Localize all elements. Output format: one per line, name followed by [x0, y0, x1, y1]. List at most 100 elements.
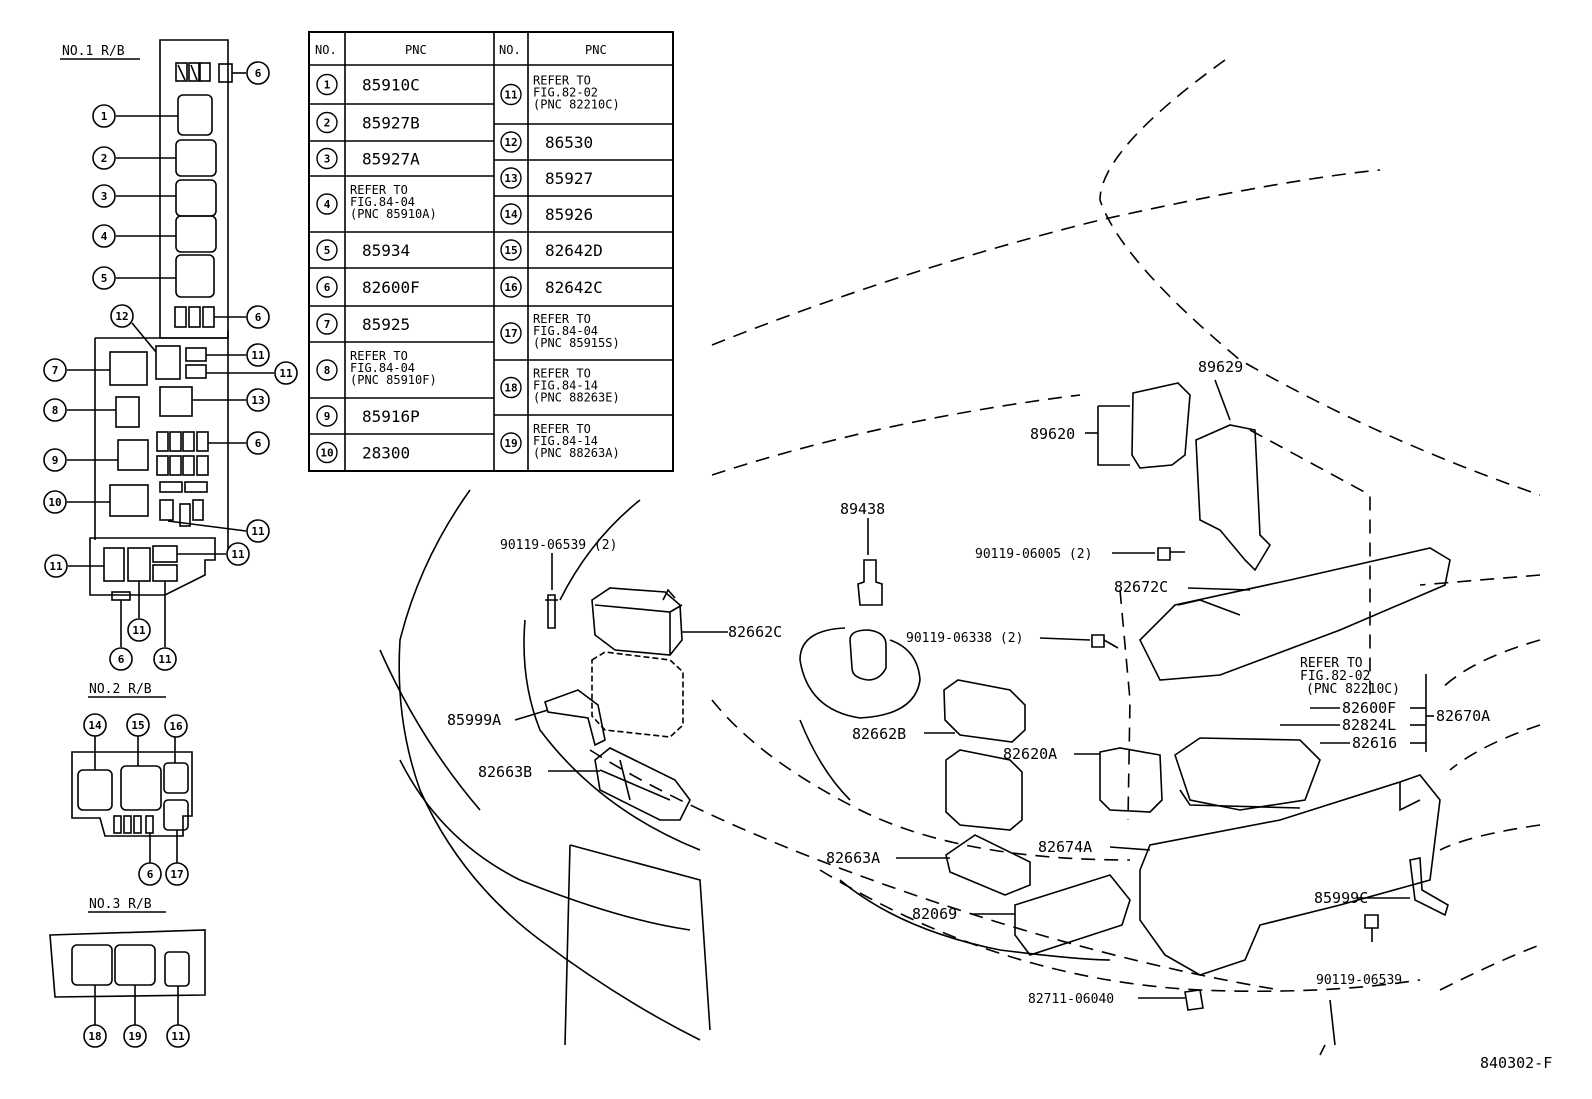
table-pnc: 85925	[362, 315, 410, 334]
table-no-circle	[500, 239, 522, 261]
table-pnc: 85927	[545, 169, 593, 188]
table-pnc: 85927B	[362, 114, 420, 133]
table-pnc-ref-line: (PNC 88263A)	[533, 446, 620, 460]
table-pnc-ref-line: (PNC 88263E)	[533, 391, 620, 405]
table-no-circle	[500, 276, 522, 298]
table-header-no-left: NO.	[315, 43, 337, 57]
callout-number-11: 11	[158, 653, 172, 666]
callout-number-6: 6	[255, 437, 262, 450]
table-no-circle	[316, 73, 338, 96]
table-pnc: 85926	[545, 205, 593, 224]
table-header-pnc-left: PNC	[405, 43, 427, 57]
table-no: 15	[504, 244, 517, 257]
callout-number-15: 15	[131, 719, 144, 732]
table-pnc-ref-line: FIG.84-04	[350, 195, 415, 209]
callout-number-13: 13	[251, 394, 264, 407]
part-85999A: 85999A	[447, 711, 501, 729]
callout-circle-2	[92, 146, 116, 170]
callout-circle-7	[43, 358, 67, 382]
part-82662B: 82662B	[852, 725, 906, 743]
callout-circle-15	[126, 713, 150, 737]
table-pnc-ref-line: (PNC 85910A)	[350, 207, 437, 221]
part-82616: 82616	[1352, 734, 1397, 752]
part-89620: 89620	[1030, 425, 1075, 443]
table-no-circle	[500, 167, 522, 189]
callout-number-17: 17	[170, 868, 183, 881]
callout-circle-17	[165, 862, 189, 886]
table-no-circle	[500, 203, 522, 225]
callout-number-9: 9	[52, 454, 59, 467]
callout-number-19: 19	[128, 1030, 141, 1043]
refer-note-line2: FIG.82-02	[1300, 669, 1370, 684]
callout-circle-18	[83, 1024, 107, 1048]
table-no-circle	[316, 193, 338, 215]
callout-circle-6	[246, 431, 270, 455]
table-pnc-ref-line: FIG.84-14	[533, 379, 598, 393]
callout-number-18: 18	[88, 1030, 101, 1043]
callout-circle-14	[83, 713, 107, 737]
part-85999C: 85999C	[1314, 889, 1368, 907]
table-pnc-ref-line: REFER TO	[533, 74, 591, 88]
callout-number-6: 6	[255, 67, 262, 80]
no2-rb-title: NO.2 R/B	[89, 682, 152, 697]
table-no: 2	[324, 117, 331, 130]
table-no-circle	[316, 111, 338, 134]
table-pnc-ref-line: REFER TO	[350, 183, 408, 197]
callout-number-11: 11	[251, 349, 265, 362]
callout-number-11: 11	[251, 525, 265, 538]
callout-circle-3	[92, 184, 116, 208]
table-no: 10	[320, 447, 333, 460]
callout-circle-6	[138, 862, 162, 886]
callout-circle-1	[92, 104, 116, 128]
callout-circle-11	[274, 361, 298, 385]
part-82824L: 82824L	[1342, 716, 1396, 734]
part-82663A: 82663A	[826, 849, 880, 867]
callout-number-11: 11	[171, 1030, 185, 1043]
table-pnc-ref-line: REFER TO	[533, 422, 591, 436]
table-no: 11	[504, 89, 518, 102]
table-no: 7	[324, 318, 331, 331]
callout-circle-6	[246, 61, 270, 85]
table-no-circle	[316, 147, 338, 170]
table-pnc: 85927A	[362, 150, 420, 169]
table-pnc-ref-line: (PNC 85910F)	[350, 373, 437, 387]
table-no: 3	[324, 153, 331, 166]
callout-number-16: 16	[169, 720, 183, 733]
callout-circle-5	[92, 266, 116, 290]
callout-number-14: 14	[88, 719, 102, 732]
table-no-circle	[500, 432, 522, 454]
callout-number-11: 11	[49, 560, 63, 573]
part-89629: 89629	[1198, 358, 1243, 376]
part-82672C: 82672C	[1114, 578, 1168, 596]
callout-number-6: 6	[118, 653, 125, 666]
part-90119-06539-2: 90119-06539 (2)	[500, 538, 617, 553]
table-no: 16	[504, 281, 518, 294]
callout-number-1: 1	[101, 110, 108, 123]
part-82674A: 82674A	[1038, 838, 1092, 856]
callout-circle-11	[246, 343, 270, 367]
figure-code: 840302-F	[1480, 1054, 1552, 1072]
table-no-circle	[316, 276, 338, 298]
table-no: 8	[324, 364, 331, 377]
callout-number-6: 6	[147, 868, 154, 881]
table-pnc: 85916P	[362, 407, 420, 426]
table-no-circle	[316, 405, 338, 427]
table-no: 12	[504, 136, 517, 149]
callout-number-10: 10	[48, 496, 61, 509]
table-no: 9	[324, 410, 331, 423]
callout-circle-11	[166, 1024, 190, 1048]
refer-note-line1: REFER TO	[1300, 656, 1363, 671]
table-pnc: 82642D	[545, 241, 603, 260]
callout-circle-6	[109, 647, 133, 671]
part-82620A: 82620A	[1003, 745, 1057, 763]
table-pnc: 82642C	[545, 278, 603, 297]
table-no-circle	[316, 313, 338, 335]
table-pnc-ref-line: FIG.84-04	[533, 324, 598, 338]
callout-number-3: 3	[101, 190, 108, 203]
callout-circle-11	[226, 542, 250, 566]
callout-circle-4	[92, 224, 116, 248]
table-header-no-right: NO.	[499, 43, 521, 57]
part-90119-06539: 90119-06539	[1316, 973, 1402, 988]
callout-circle-16	[164, 714, 188, 738]
